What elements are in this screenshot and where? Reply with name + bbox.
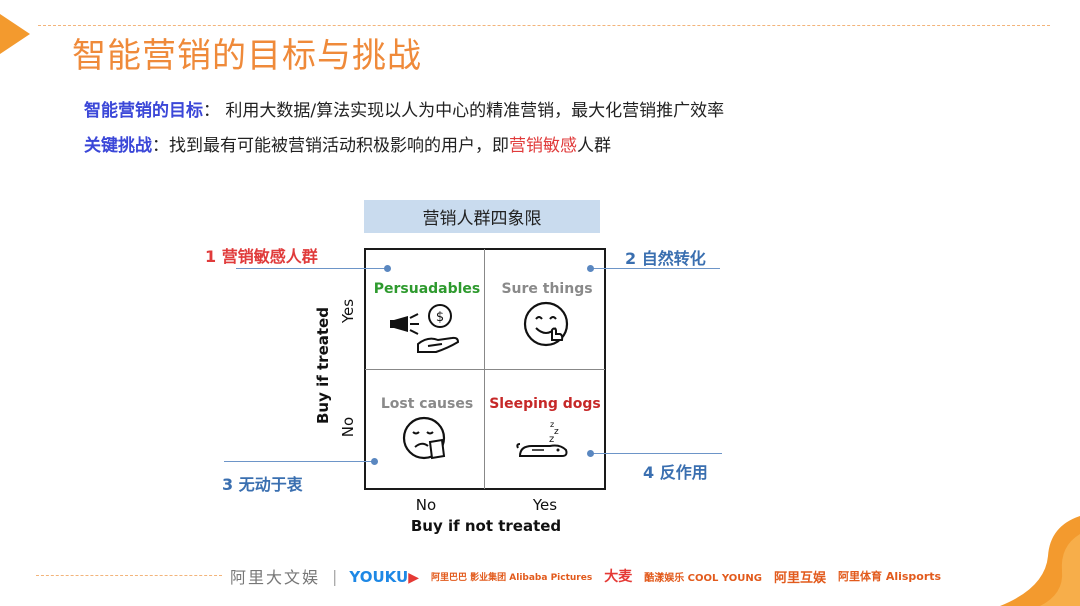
cell-sleeping-dogs: Sleeping dogs [489,396,601,412]
goal-label: 智能营销的目标 [84,101,203,121]
ali-sports-logo: 阿里体育 Alisports [837,570,942,583]
y-tick-no: No [339,416,357,438]
footer-logos: 阿里大文娱 | YOUKU▶ 阿里巴巴 影业集团 Alibaba Picture… [230,565,942,588]
svg-text:z: z [554,427,559,437]
quadrant-horizontal-divider [365,369,605,370]
sad-face-icon [402,416,446,460]
orange-swoosh-decoration [1000,516,1080,606]
quadrant-title: 营销人群四象限 [364,200,600,233]
corner-triangle-decoration [0,14,30,54]
svg-text:z: z [549,434,554,445]
footer-separator: | [332,566,338,586]
goal-text: 利用大数据/算法实现以人为中心的精准营销，最大化营销推广效率 [225,101,725,121]
youku-logo: YOUKU▶ [349,567,419,586]
y-axis-label: Buy if treated [314,307,332,424]
alibaba-pictures-logo: 阿里巴巴 影业集团 Alibaba Pictures [431,572,593,583]
sleeping-dog-icon: z z z [516,420,568,457]
annotation-4-counter-effect: 4 反作用 [643,463,708,482]
top-dotted-divider [38,25,1050,26]
annotation-1-line [236,268,388,269]
annotation-3-dot [371,458,378,465]
cool-young-logo: 酷漾娱乐 COOL YOUNG [644,572,762,584]
cell-lost-causes: Lost causes [380,396,474,412]
svg-text:z: z [550,420,554,429]
annotation-2-line [592,268,720,269]
ali-huyu-logo: 阿里互娱 [773,570,826,586]
challenge-text-before: 找到最有可能被营销活动积极影响的用户，即 [169,136,509,156]
annotation-2-natural-conversion: 2 自然转化 [625,249,706,268]
annotation-1-dot [384,265,391,272]
slide-title: 智能营销的目标与挑战 [72,36,422,76]
damai-logo: 大麦 [604,569,633,585]
challenge-label: 关键挑战 [84,136,152,156]
x-tick-no: No [415,496,437,514]
x-axis-label: Buy if not treated [410,517,562,535]
alibaba-entertainment-logo: 阿里大文娱 [230,568,321,587]
y-tick-yes: Yes [339,298,357,324]
goal-line: 智能营销的目标： 利用大数据/算法实现以人为中心的精准营销，最大化营销推广效率 [84,96,724,121]
bottom-dotted-divider [36,575,222,576]
annotation-3-indifferent: 3 无动于衷 [222,475,303,494]
megaphone-money-hand-icon: $ [390,304,460,353]
annotation-2-dot [587,265,594,272]
challenge-highlight: 营销敏感 [509,136,577,156]
goal-separator: ： [203,101,220,121]
annotation-3-line [224,461,374,462]
challenge-separator: ： [152,136,169,156]
x-tick-yes: Yes [532,496,558,514]
annotation-4-dot [587,450,594,457]
annotation-1-marketing-sensitive: 1 营销敏感人群 [205,247,318,266]
cell-sure-things: Sure things [501,281,593,297]
smiling-face-icon [523,301,569,347]
cell-persuadables: Persuadables [373,281,481,297]
challenge-text-after: 人群 [577,136,611,156]
challenge-line: 关键挑战：找到最有可能被营销活动积极影响的用户，即营销敏感人群 [84,131,611,156]
annotation-4-line [592,453,722,454]
svg-text:$: $ [436,310,444,325]
